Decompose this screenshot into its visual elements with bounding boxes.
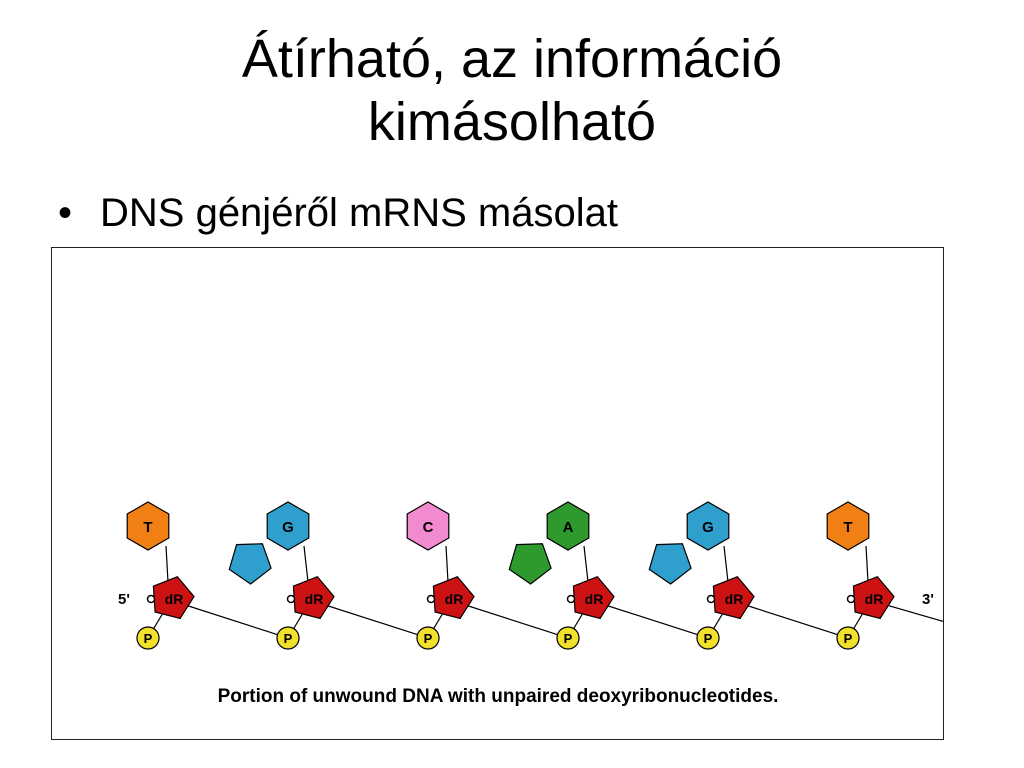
slide-title: Átírható, az információ kimásolható [0,28,1024,154]
nucleotide: AdR P [508,501,615,650]
phosphate-icon [696,626,720,650]
phosphodiester-bond [735,601,849,639]
phosphate-icon [136,626,160,650]
sugar-label: dR [585,591,604,607]
deoxyribose-icon [152,575,195,620]
phosphate-label: P [424,631,433,646]
glycosidic-bond [723,545,729,583]
glycosidic-bond [165,545,169,583]
ring-oxygen-icon [846,594,856,604]
base-ring-icon [266,501,310,551]
nucleotide: GdR P [228,501,335,650]
phosphate-icon [276,626,300,650]
base-letter: G [282,519,294,536]
base-ring-icon [126,501,170,551]
base-letter: C [423,519,434,536]
deoxyribose-icon [432,575,475,620]
phosphate-label: P [704,631,713,646]
glycosidic-bond [303,545,309,583]
purine-ring-icon [228,543,272,585]
glycosidic-bond [583,545,589,583]
sugar-label: dR [305,591,324,607]
deoxyribose-icon [712,575,755,620]
base-letter: T [143,519,152,536]
ring-oxygen-icon [426,594,436,604]
phosphate-label: P [284,631,293,646]
five-prime-label: 5' [118,591,130,608]
nucleotide: CdR P [406,501,475,650]
purine-ring-icon [508,543,552,585]
deoxyribose-icon [292,575,335,620]
bullet-dot-icon: • [58,191,73,235]
nucleotide: GdR P [648,501,755,650]
phosphodiester-bond [175,601,289,639]
base-letter: A [563,519,574,536]
phosphate-label: P [844,631,853,646]
backbone-layer [147,597,943,639]
nucleotide: TdR P [126,501,195,650]
phosphate-icon [416,626,440,650]
nucleotide-layer: TdR P GdR P CdR P AdR P GdR P TdR P [126,501,895,650]
three-prime-label: 3' [922,591,934,608]
base-ring-icon [406,501,450,551]
ring-oxygen-icon [566,594,576,604]
deoxyribose-icon [852,575,895,620]
ring-oxygen-icon [286,594,296,604]
phosphate-icon [836,626,860,650]
phosphate-label: P [564,631,573,646]
base-letter: T [843,519,852,536]
phosphodiester-bond [595,601,709,639]
base-ring-icon [826,501,870,551]
bullet-item: • DNS génjéről mRNS másolat [58,188,618,238]
phosphate-label: P [144,631,153,646]
sugar-label: dR [865,591,884,607]
phosphodiester-bond [315,601,429,639]
deoxyribose-icon [572,575,615,620]
sugar-label: dR [725,591,744,607]
ring-oxygen-icon [706,594,716,604]
base-ring-icon [686,501,730,551]
bullet-text: DNS génjéről mRNS másolat [100,191,618,235]
sugar-label: dR [445,591,464,607]
title-line-2: kimásolható [367,92,657,152]
nucleotide: TdR P [826,501,895,650]
glycosidic-bond [445,545,449,583]
purine-ring-icon [648,543,692,585]
phosphodiester-bond [455,601,569,639]
base-ring-icon [546,501,590,551]
dna-diagram: TdR P GdR P CdR P AdR P GdR P TdR P 5' 3' Portion o… [118,501,943,707]
ring-oxygen-icon [146,594,156,604]
title-line-1: Átírható, az információ [241,29,783,89]
glycosidic-bond [865,545,869,583]
base-letter: G [702,519,714,536]
phosphate-icon [556,626,580,650]
figure-caption: Portion of unwound DNA with unpaired deo… [218,686,779,707]
sugar-label: dR [165,591,184,607]
